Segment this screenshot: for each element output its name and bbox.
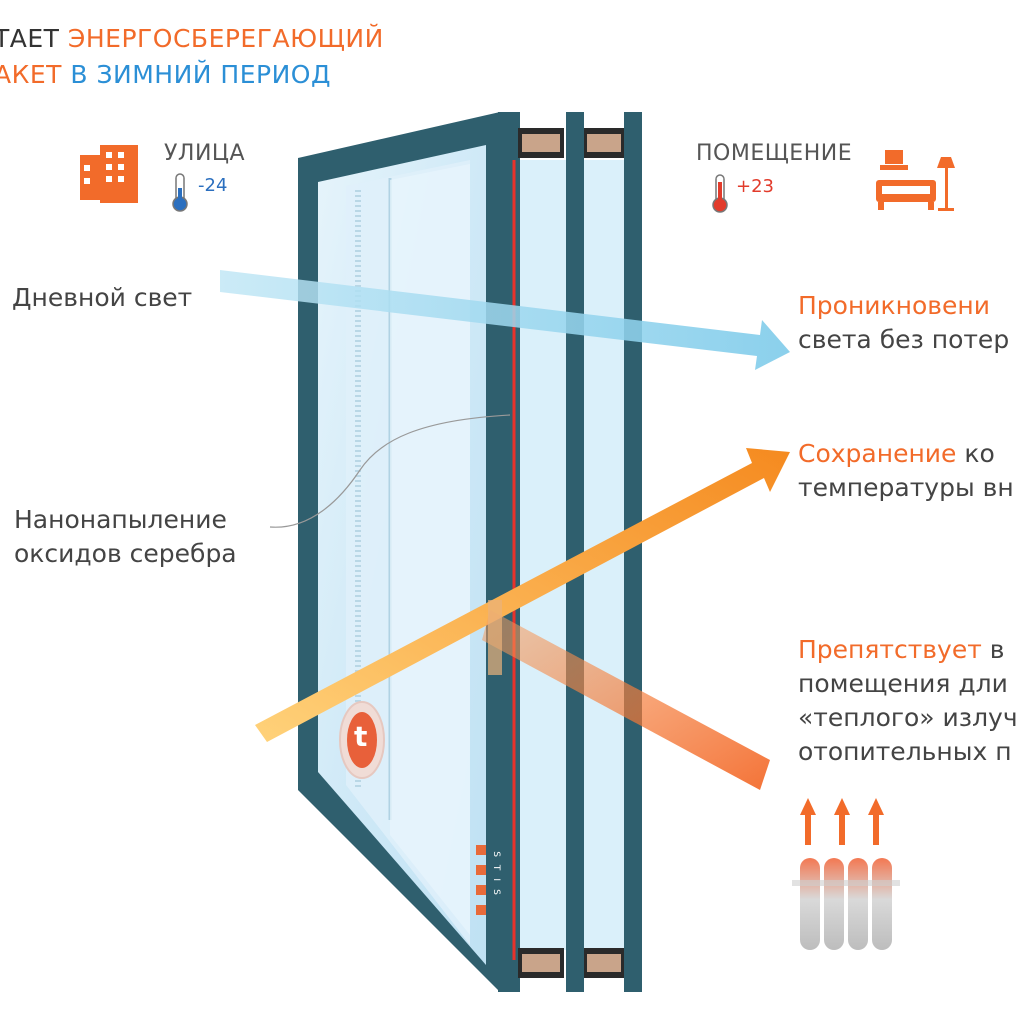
radiation-benefit-accent: Препятствует [798, 635, 982, 664]
coating-label-line-1: Нанонапыление [14, 505, 227, 534]
radiation-benefit-text-2: помещения дли [798, 669, 1008, 698]
radiation-benefit-text-3: «теплого» излуч [798, 703, 1018, 732]
rising-heat-arrows [800, 798, 884, 845]
radiation-benefit: Препятствует в помещения дли «теплого» и… [798, 633, 1018, 769]
radiation-benefit-text-1: в [981, 635, 1005, 664]
frame-brand-text: STIS [490, 851, 501, 903]
headline-line-2: АКЕТ В ЗИМНИЙ ПЕРИОД [0, 60, 331, 89]
temperature-benefit-accent: Сохранение [798, 439, 957, 468]
temperature-benefit-text-1: ко [956, 439, 995, 468]
headline-word-4: В ЗИМНИЙ ПЕРИОД [70, 60, 331, 89]
light-benefit: Проникновени света без потер [798, 289, 1009, 357]
frame-logo-marks [476, 845, 486, 915]
headline-word-2: ЭНЕРГОСБЕРЕГАЮЩИЙ [67, 24, 384, 53]
outer-pane [298, 112, 500, 992]
light-benefit-accent: Проникновени [798, 291, 991, 320]
radiator-icon [792, 858, 900, 950]
outside-temp: -24 [198, 175, 228, 196]
building-icon [80, 145, 138, 203]
headline-word-3: АКЕТ [0, 60, 62, 89]
headline-line-1: ТАЕТ ЭНЕРГОСБЕРЕГАЮЩИЙ [0, 24, 384, 53]
thermometer-cold-icon [172, 173, 188, 212]
sofa-lamp-icon [876, 150, 955, 211]
brand-badge [339, 701, 385, 779]
daylight-arrow [220, 270, 790, 370]
heat-retention-arrow [255, 448, 790, 742]
inside-temp: +23 [736, 176, 774, 197]
radiation-benefit-text-4: отопительных п [798, 737, 1012, 766]
light-benefit-text: света без потер [798, 325, 1010, 354]
headline-word-1: ТАЕТ [0, 24, 60, 53]
coating-label-line-2: оксидов серебра [14, 539, 237, 568]
temperature-benefit-text-2: температуры вн [798, 473, 1014, 502]
inside-label: ПОМЕЩЕНИЕ [696, 141, 853, 166]
daylight-label: Дневной свет [12, 283, 193, 312]
outside-label: УЛИЦА [164, 141, 246, 166]
radiation-reflect-arrow [482, 600, 770, 790]
thermometer-warm-icon [712, 174, 728, 213]
badge-letter: t [354, 720, 368, 753]
temperature-benefit: Сохранение ко температуры вн [798, 437, 1014, 505]
coating-leader-line [269, 414, 511, 528]
